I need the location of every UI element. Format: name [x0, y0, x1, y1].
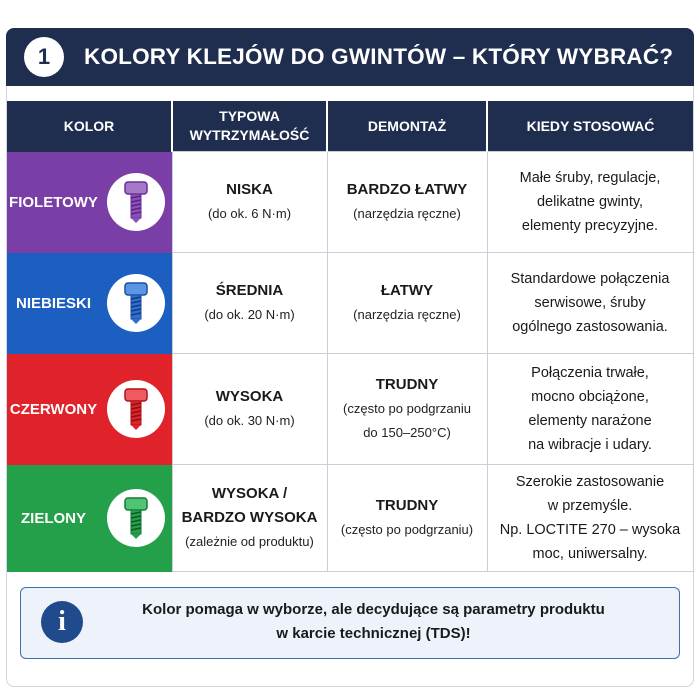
strength-cell: ŚREDNIA (do ok. 20 N·m): [171, 252, 328, 354]
color-name-red: CZERWONY: [7, 353, 100, 465]
content-frame: [6, 86, 694, 687]
removal-cell: BARDZO ŁATWY (narzędzia ręczne): [326, 151, 488, 253]
color-name-blue: NIEBIESKI: [7, 252, 100, 354]
page-title: KOLORY KLEJÓW DO GWINTÓW – KTÓRY WYBRAĆ?: [84, 44, 674, 69]
purple-screw-icon: [106, 173, 165, 231]
usage-cell: Szerokie zastosowanie w przemyśle. Np. L…: [486, 464, 694, 572]
header-when: KIEDY STOSOWAĆ: [487, 101, 693, 152]
removal-cell: TRUDNY (często po podgrzaniu): [326, 464, 488, 572]
strength-cell: WYSOKA (do ok. 30 N·m): [171, 353, 328, 465]
info-text: Kolor pomaga w wyborze, ale decydujące s…: [142, 601, 605, 642]
color-name-green: ZIELONY: [7, 464, 100, 572]
usage-cell: Standardowe połączenia serwisowe, śruby …: [486, 252, 694, 354]
table-row: FIOLETOWY NISKA (do ok. 6 N·m) BARDZO ŁA…: [7, 151, 694, 253]
step-number-badge: 1: [24, 37, 64, 77]
header-removal: DEMONTAŻ: [327, 101, 488, 152]
removal-cell: ŁATWY (narzędzia ręczne): [326, 252, 488, 354]
table-row: ZIELONY WYSOKA / BARDZO WYSOKA (zależnie…: [7, 464, 694, 572]
usage-cell: Połączenia trwałe, mocno obciążone, elem…: [486, 353, 694, 465]
color-name-purple: FIOLETOWY: [7, 151, 100, 253]
table-row: NIEBIESKI ŚREDNIA (do ok. 20 N·m) ŁATWY …: [7, 252, 694, 354]
strength-cell: WYSOKA / BARDZO WYSOKA (zależnie od prod…: [171, 464, 328, 572]
adhesive-color-table: KOLOR TYPOWA WYTRZYMAŁOŚĆ DEMONTAŻ KIEDY…: [7, 101, 694, 572]
info-box: i Kolor pomaga w wyborze, ale decydujące…: [20, 587, 680, 659]
table-header-row: KOLOR TYPOWA WYTRZYMAŁOŚĆ DEMONTAŻ KIEDY…: [7, 101, 693, 152]
table-row: CZERWONY WYSOKA (do ok. 30 N·m) TRUDNY (…: [7, 353, 694, 465]
header-color: KOLOR: [7, 101, 173, 152]
usage-cell: Małe śruby, regulacje, delikatne gwinty,…: [486, 151, 694, 253]
blue-screw-icon: [106, 274, 165, 332]
strength-cell: NISKA (do ok. 6 N·m): [171, 151, 328, 253]
removal-cell: TRUDNY (często po podgrzaniu do 150–250°…: [326, 353, 488, 465]
green-screw-icon: [106, 489, 165, 547]
title-bar: 1 KOLORY KLEJÓW DO GWINTÓW – KTÓRY WYBRA…: [6, 28, 694, 86]
header-strength: TYPOWA WYTRZYMAŁOŚĆ: [172, 101, 328, 152]
red-screw-icon: [106, 380, 165, 438]
info-icon: i: [41, 601, 83, 643]
